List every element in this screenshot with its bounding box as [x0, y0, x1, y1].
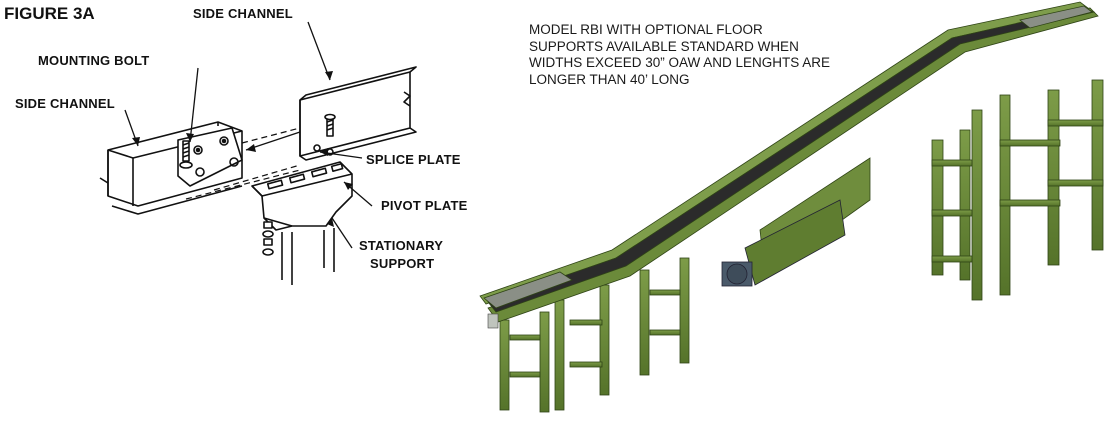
stationary-support: [281, 228, 335, 285]
label-side-channel-top: SIDE CHANNEL: [193, 6, 293, 21]
label-pivot-plate: PIVOT PLATE: [381, 198, 468, 213]
label-splice-plate: SPLICE PLATE: [366, 152, 461, 167]
support-legs: [499, 79, 1104, 413]
mounting-bolt-left: [179, 140, 193, 169]
label-mounting-bolt: MOUNTING BOLT: [38, 53, 150, 68]
label-stationary: STATIONARY: [359, 238, 444, 253]
caption-line-2: SUPPORTS AVAILABLE STANDARD WHEN: [529, 38, 799, 54]
right-side-channel: [299, 66, 417, 161]
arrowheads: [132, 71, 353, 227]
caption-line-4: LONGER THAN 40’ LONG: [529, 71, 690, 87]
caption-line-3: WIDTHS EXCEED 30” OAW AND LENGHTS ARE: [529, 55, 831, 70]
pivot-plate: [251, 161, 353, 231]
tail-section: [487, 313, 499, 329]
figure-title: FIGURE 3A: [4, 4, 95, 23]
model-caption: MODEL RBI WITH OPTIONAL FLOOR SUPPORTS A…: [529, 22, 830, 88]
splice-diagram: [99, 21, 417, 285]
splice-plate-left: [177, 127, 243, 187]
caption-line-1: MODEL RBI WITH OPTIONAL FLOOR: [529, 22, 763, 37]
drive-motor: [721, 199, 846, 287]
label-side-channel-left: SIDE CHANNEL: [15, 96, 115, 111]
hardware-stack: [262, 221, 274, 256]
label-support: SUPPORT: [370, 256, 435, 271]
alignment-lines: [185, 127, 301, 200]
